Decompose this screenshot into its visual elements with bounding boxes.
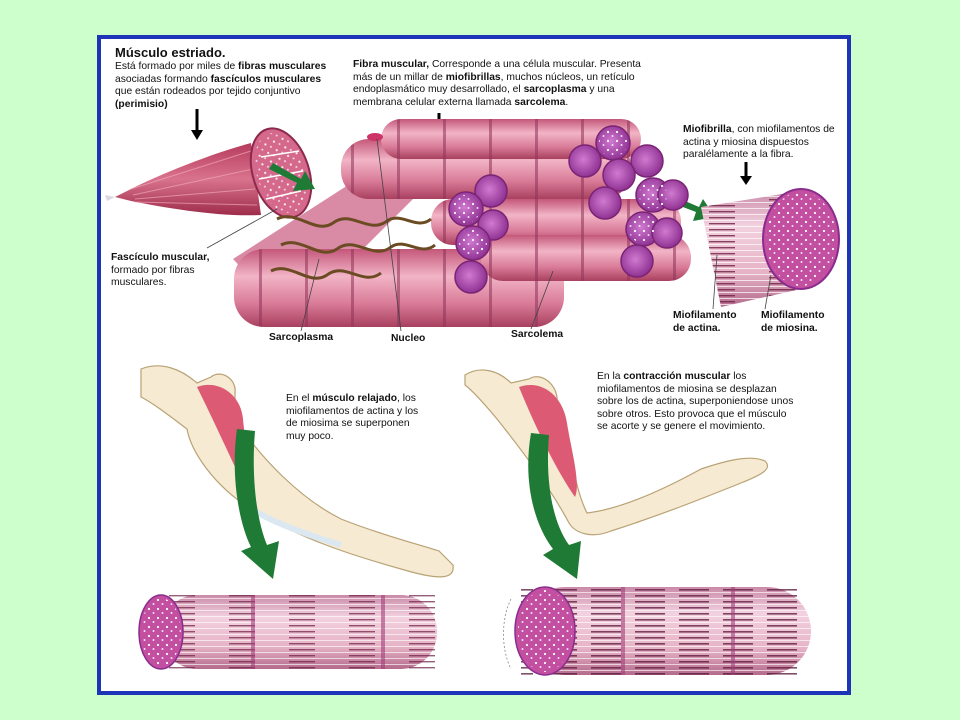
actina-leader bbox=[712, 254, 718, 310]
miosina-leader bbox=[764, 274, 772, 310]
muscle-description: Está formado por miles de fibras muscula… bbox=[115, 61, 327, 110]
label-sarcolema: Sarcolema bbox=[511, 329, 564, 340]
myofibril-relaxed bbox=[138, 594, 437, 670]
relajado-description: En el músculo relajado, los miofilamento… bbox=[286, 393, 419, 442]
sarcolema-leader bbox=[530, 270, 554, 330]
label-actina: Miofilamento de actina. bbox=[673, 310, 737, 334]
fasciculo-leader bbox=[206, 208, 278, 249]
miofibrilla-description: Miofibrilla, con miofilamentos de actina… bbox=[683, 124, 835, 161]
label-nucleo: Nucleo bbox=[391, 333, 426, 344]
label-sarcoplasma: Sarcoplasma bbox=[269, 332, 334, 343]
nucleo-leader bbox=[376, 138, 402, 332]
green-arrow-contracted bbox=[528, 433, 581, 579]
contraccion-description: En la contracción muscular los miofilame… bbox=[597, 371, 794, 433]
sarcoplasma-leader bbox=[300, 258, 320, 332]
green-arrow-to-fibers bbox=[269, 163, 315, 191]
pointer-arrow-myofibril bbox=[740, 162, 752, 185]
myofibril bbox=[701, 188, 840, 307]
muscle-title: Músculo estriado. bbox=[115, 45, 226, 60]
diagram-frame: Músculo estriado. Está formado por miles… bbox=[97, 35, 851, 695]
muscle-structure-illustration bbox=[105, 109, 840, 676]
label-miosina: Miofilamento de miosina. bbox=[761, 310, 825, 334]
myofibril-contracted bbox=[503, 586, 811, 676]
pointer-arrow-muscle bbox=[191, 109, 203, 140]
fasciculo-description: Fascículo muscular, formado por fibras m… bbox=[111, 252, 210, 289]
fibra-description: Fibra muscular, Corresponde a una célula… bbox=[353, 59, 641, 108]
green-arrow-relaxed bbox=[234, 429, 279, 579]
